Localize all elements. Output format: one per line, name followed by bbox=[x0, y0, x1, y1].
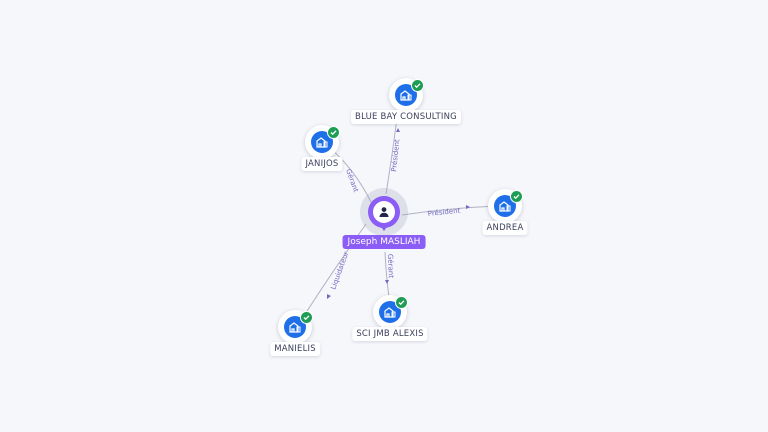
verified-check-icon bbox=[327, 126, 340, 139]
person-label[interactable]: Joseph MASLIAH bbox=[342, 235, 426, 249]
company-label[interactable]: ANDREA bbox=[482, 221, 528, 235]
edge-label-andrea: Président bbox=[427, 207, 461, 218]
edge-label-blue-bay-consulting: Président bbox=[390, 139, 401, 173]
edge-label-janijos: Gérant bbox=[344, 168, 360, 194]
person-icon bbox=[373, 201, 395, 223]
edge-label-sci-jmb-alexis: Gérant bbox=[386, 254, 395, 279]
verified-check-icon bbox=[411, 79, 424, 92]
edge-arrow-icon bbox=[466, 205, 470, 209]
edge-andrea: Président bbox=[401, 205, 498, 218]
edge-label-manielis: Liquidateur bbox=[329, 250, 350, 290]
verified-check-icon bbox=[300, 311, 313, 324]
edge-arrow-icon bbox=[327, 294, 331, 299]
company-label[interactable]: MANIELIS bbox=[270, 342, 320, 356]
company-label[interactable]: BLUE BAY CONSULTING bbox=[351, 110, 461, 124]
verified-check-icon bbox=[510, 190, 523, 203]
company-label[interactable]: JANIJOS bbox=[301, 157, 343, 171]
verified-check-icon bbox=[395, 296, 408, 309]
company-label[interactable]: SCI JMB ALEXIS bbox=[352, 327, 428, 341]
edge-arrow-icon bbox=[396, 128, 400, 132]
edge-arrow-icon bbox=[385, 280, 389, 284]
edge-sci-jmb-alexis: Gérant bbox=[384, 251, 395, 298]
